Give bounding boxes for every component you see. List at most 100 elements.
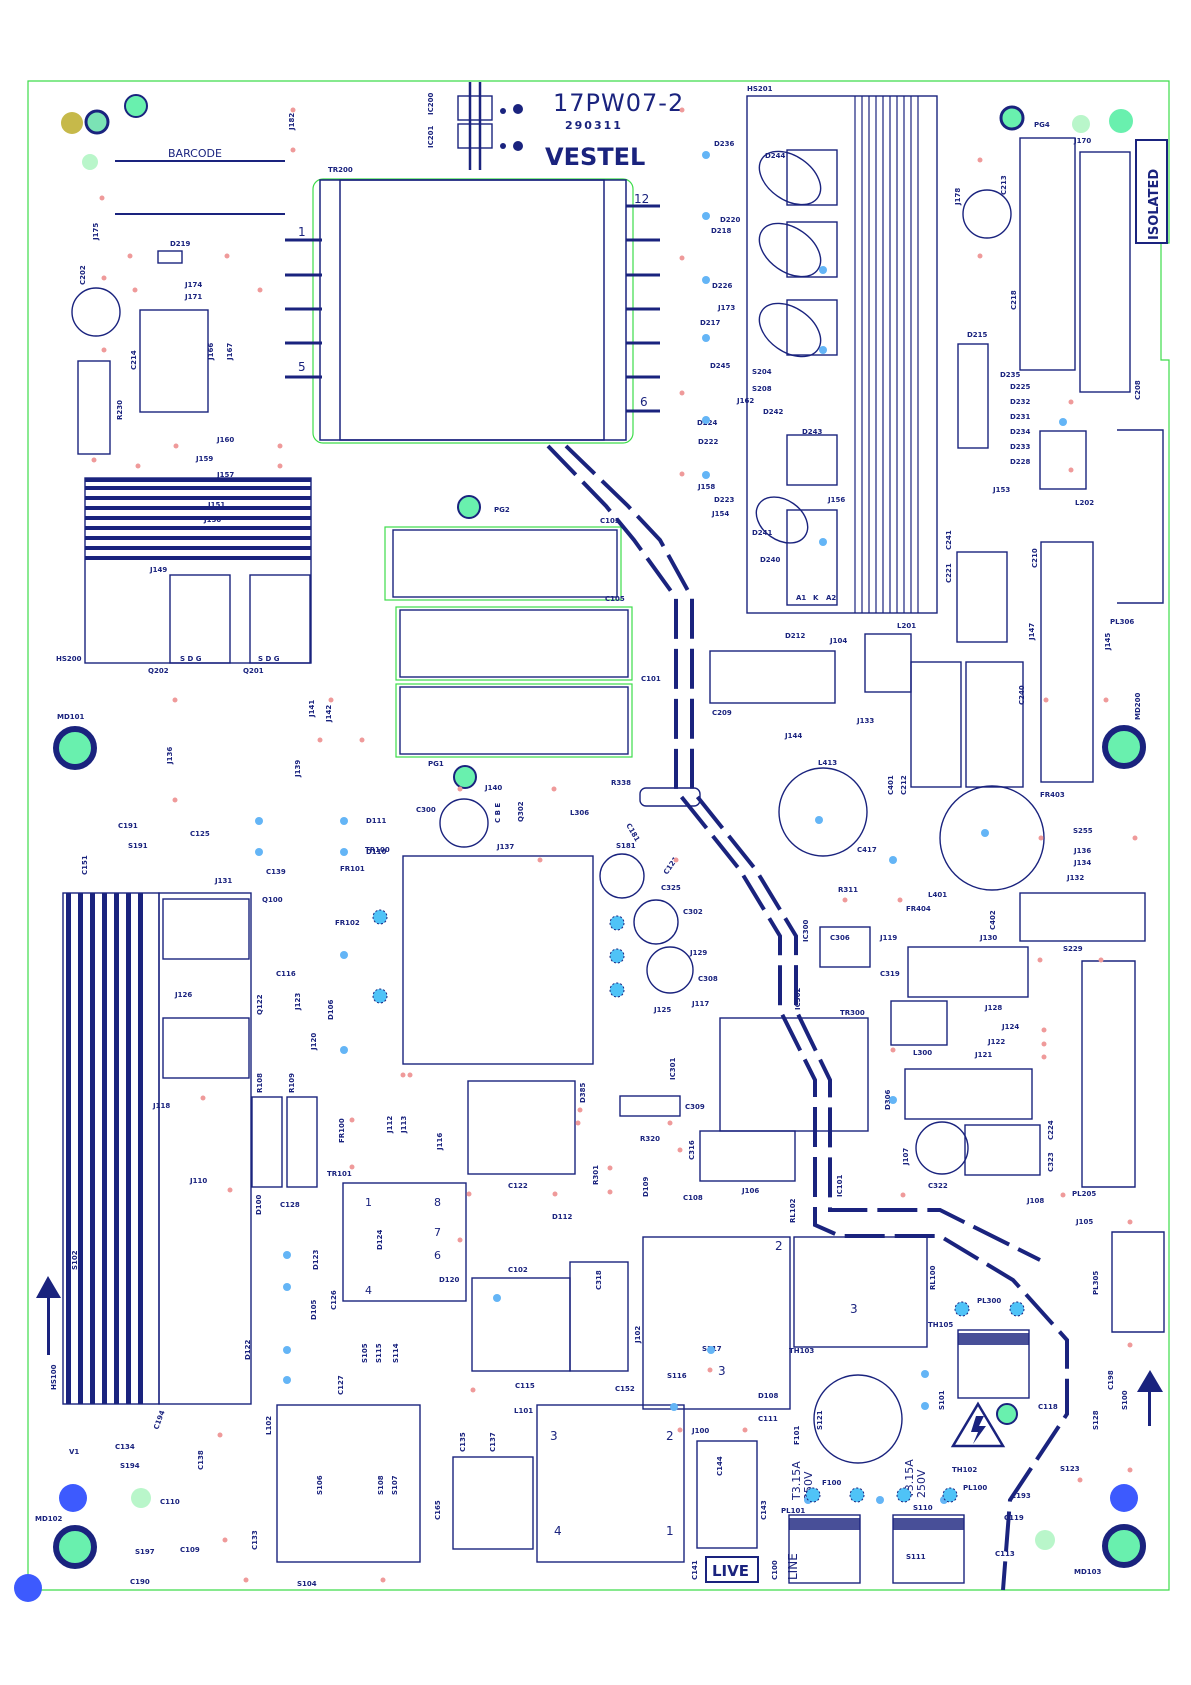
capacitor-c102 <box>471 1277 571 1372</box>
svg-text:J154: J154 <box>711 510 729 518</box>
high-voltage-warning-icon <box>950 1401 1006 1448</box>
hs200-label: HS200 <box>56 655 82 663</box>
capacitor-c300 <box>439 798 489 848</box>
ic300-label: IC300 <box>802 920 810 942</box>
c122-label: C122 <box>508 1182 528 1190</box>
d306-label: D306 <box>884 1089 892 1110</box>
capacitor-c213 <box>962 189 1012 239</box>
c193-label: C193 <box>1011 1492 1031 1500</box>
ic200-optocoupler: IC200 IC201 <box>427 82 523 170</box>
barcode-label: BARCODE <box>168 147 222 160</box>
svg-text:D217: D217 <box>700 319 721 327</box>
c125-label: C125 <box>190 830 210 838</box>
capacitor-c306 <box>819 926 871 968</box>
svg-text:S D G: S D G <box>258 655 280 663</box>
svg-text:D215: D215 <box>967 331 988 339</box>
th105-label: TH105 <box>928 1321 953 1329</box>
svg-text:3: 3 <box>850 1302 858 1316</box>
l300-label: L300 <box>913 1049 932 1057</box>
c316-label: C316 <box>688 1140 696 1160</box>
isolation-track <box>546 444 1069 1591</box>
d105-label: D105 <box>310 1299 318 1320</box>
svg-text:S204: S204 <box>752 368 772 376</box>
svg-text:D242: D242 <box>763 408 784 416</box>
s181-label: S181 <box>616 842 636 850</box>
r108-label: R108 <box>256 1073 264 1093</box>
j166-label: J166 <box>207 343 215 361</box>
c135-label: C135 <box>459 1432 467 1452</box>
svg-text:D235: D235 <box>1000 371 1021 379</box>
vias <box>255 151 1067 1504</box>
c325-label: C325 <box>661 884 681 892</box>
connector-box-c144 <box>696 1440 758 1549</box>
f100-label: F100 <box>822 1479 842 1487</box>
s107-label: S107 <box>391 1475 399 1495</box>
d106-label: D106 <box>327 999 335 1020</box>
c194-label: C194 <box>152 1409 166 1430</box>
j182-label: J182 <box>288 113 296 131</box>
barcode-frame <box>115 160 285 215</box>
svg-text:4: 4 <box>365 1284 372 1297</box>
j136-label: J136 <box>1073 847 1091 855</box>
j133-label: J133 <box>856 717 874 725</box>
c141-label: C141 <box>691 1560 699 1580</box>
c143-label: C143 <box>760 1500 768 1520</box>
svg-text:D245: D245 <box>710 362 731 370</box>
pg1-label: PG1 <box>428 760 444 768</box>
svg-text:J173: J173 <box>717 304 735 312</box>
capacitor-c322 <box>915 1121 969 1175</box>
mount-hole-green <box>84 109 110 135</box>
inductor-l401 <box>939 785 1045 891</box>
c139-label: C139 <box>266 868 286 876</box>
j141-label: J141 <box>308 700 316 718</box>
inductor-l413 <box>778 767 868 857</box>
c198-label: C198 <box>1107 1370 1115 1390</box>
q201-label: Q201 <box>243 667 264 675</box>
v1-label: V1 <box>69 1448 79 1456</box>
j107-label: J107 <box>902 1148 910 1166</box>
c126-label: C126 <box>330 1290 338 1310</box>
c224-label: C224 <box>1047 1120 1055 1140</box>
heatsink-hs100: HS100 S102 <box>50 892 252 1405</box>
j106-label: J106 <box>741 1187 759 1195</box>
svg-text:D232: D232 <box>1010 398 1031 406</box>
j102-label: J102 <box>634 1326 642 1344</box>
svg-text:D234: D234 <box>1010 428 1031 436</box>
mount-hole-green <box>996 1403 1018 1425</box>
d219-label: D219 <box>170 240 191 248</box>
svg-text:D218: D218 <box>711 227 732 235</box>
c100-label: C100 <box>771 1560 779 1580</box>
c212-label: C212 <box>900 775 908 795</box>
r338-label: R338 <box>611 779 631 787</box>
capacitor-c319 <box>907 946 1029 998</box>
j178-label: J178 <box>954 188 962 206</box>
c151-label: C151 <box>81 855 89 875</box>
pl100-label: PL100 <box>963 1484 987 1492</box>
mount-hole-blue <box>1110 1484 1138 1512</box>
connector-pl205 <box>1081 960 1136 1188</box>
svg-text:T3.15A: T3.15A <box>790 1461 803 1501</box>
ic101-label: IC101 <box>836 1175 844 1197</box>
d108-label: D108 <box>758 1392 779 1400</box>
capacitor-c302 <box>633 899 679 945</box>
d110-label: D110 <box>366 848 387 856</box>
c210-label: C210 <box>1031 548 1039 568</box>
relay-rl100: 3 2 <box>642 1236 791 1410</box>
c152-label: C152 <box>615 1385 635 1393</box>
c116-label: C116 <box>276 970 296 978</box>
svg-text:A2: A2 <box>826 594 836 602</box>
capacitor-c218 <box>1019 137 1076 371</box>
fr100-label: FR100 <box>338 1118 346 1143</box>
svg-text:S208: S208 <box>752 385 772 393</box>
c127-label: C127 <box>337 1375 345 1395</box>
j126-label: J126 <box>174 991 192 999</box>
s123-label: S123 <box>1060 1465 1080 1473</box>
mount-hole-pg4 <box>999 105 1025 131</box>
mount-hole-green <box>1072 115 1090 133</box>
mount-hole-blue <box>59 1484 87 1512</box>
transformer-tr200: TR200 1 5 12 6 <box>285 166 660 444</box>
j123-label: J123 <box>294 993 302 1011</box>
svg-text:2: 2 <box>775 1239 783 1253</box>
capacitor-c221 <box>956 551 1008 643</box>
c190-label: C190 <box>130 1578 150 1586</box>
